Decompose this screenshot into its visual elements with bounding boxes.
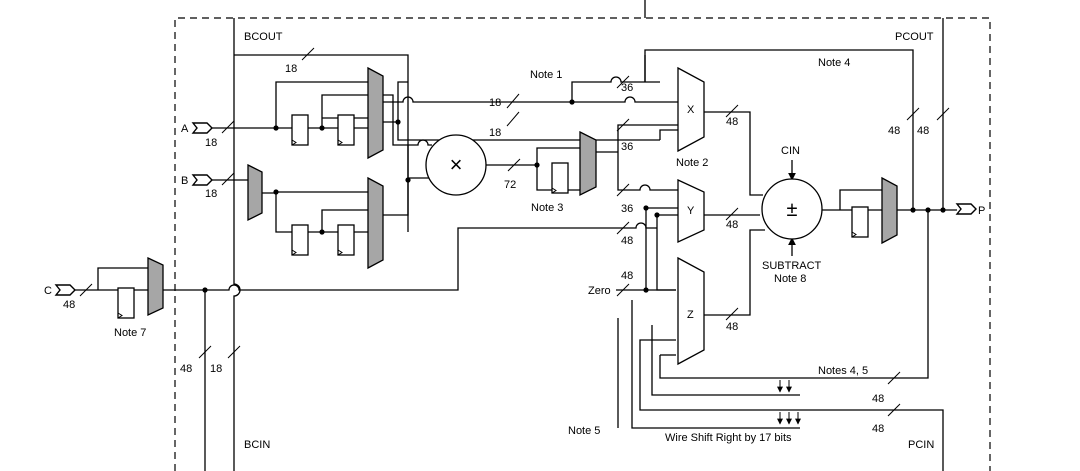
width-y-out: 48: [726, 219, 738, 231]
m-register: [551, 162, 569, 194]
b-input-label: B: [181, 175, 188, 187]
width-pcout-a: 48: [888, 125, 900, 137]
note-5: Note 5: [568, 425, 600, 437]
width-z-zero: 48: [621, 270, 633, 282]
a-input-port: [191, 122, 213, 134]
y-mux-label: Y: [687, 205, 695, 217]
pcin-label: PCIN: [908, 439, 934, 451]
p-output-port: [955, 203, 977, 215]
note-4: Note 4: [818, 57, 850, 69]
bcin-label: BCIN: [244, 439, 270, 451]
c-input-port: [54, 284, 76, 296]
width-c: 48: [63, 299, 75, 311]
b-register-2: [337, 224, 355, 256]
a-input-wire: [212, 81, 368, 129]
width-a: 18: [205, 137, 217, 149]
width-pcin: 48: [872, 423, 884, 435]
a-mux: [367, 66, 384, 160]
width-n1-top: 18: [489, 97, 501, 109]
cin-label: CIN: [781, 145, 800, 157]
b-register-1: [291, 224, 309, 256]
width-bottom-b: 18: [210, 363, 222, 375]
a-input-label: A: [181, 123, 189, 135]
a-register-2: [337, 114, 355, 146]
p-output-label: P: [978, 205, 985, 217]
width-bottom-a: 48: [180, 363, 192, 375]
note-8: Note 8: [774, 273, 806, 285]
width-mult-out: 72: [504, 179, 516, 191]
c-mux: [147, 256, 164, 317]
width-n1-bot: 18: [489, 127, 501, 139]
width-x-lower: 36: [621, 141, 633, 153]
b-mux: [367, 176, 384, 270]
adder: [761, 178, 823, 240]
width-y-lower: 48: [621, 235, 633, 247]
width-x-in: 36: [621, 82, 633, 94]
b-input-wire: [212, 179, 368, 233]
block-boundary: [174, 17, 991, 471]
p-register: [851, 206, 869, 238]
c-register: [117, 287, 135, 319]
x-mux: [677, 66, 705, 153]
z-mux: [677, 256, 705, 366]
subtract-label: SUBTRACT: [762, 260, 822, 272]
width-y-in: 36: [621, 203, 633, 215]
width-bcout: 18: [285, 63, 297, 75]
multiply-symbol: ×: [450, 152, 463, 177]
a-register-1: [291, 114, 309, 146]
c-input-wire: [74, 267, 148, 291]
y-mux: [677, 178, 705, 244]
b-pre-mux: [247, 163, 263, 222]
bcout-label: BCOUT: [244, 31, 283, 43]
note-3: Note 3: [531, 202, 563, 214]
pcout-label: PCOUT: [895, 31, 934, 43]
width-pcout-b: 48: [917, 125, 929, 137]
width-b: 18: [205, 188, 217, 200]
x-mux-label: X: [687, 104, 695, 116]
p-mux: [881, 176, 898, 245]
width-x-out: 48: [726, 116, 738, 128]
plus-minus-symbol: ±: [787, 199, 798, 221]
note-1: Note 1: [530, 69, 562, 81]
multiplier: [425, 134, 487, 196]
c-input-label: C: [44, 285, 52, 297]
wire-shift-label: Wire Shift Right by 17 bits: [665, 432, 792, 444]
note-2: Note 2: [676, 157, 708, 169]
note-7: Note 7: [114, 327, 146, 339]
zero-label: Zero: [588, 285, 611, 297]
width-z-out: 48: [726, 321, 738, 333]
notes-4-5: Notes 4, 5: [818, 365, 868, 377]
z-mux-label: Z: [687, 309, 694, 321]
width-n45: 48: [872, 393, 884, 405]
m-mux: [579, 130, 597, 197]
b-input-port: [191, 174, 213, 186]
